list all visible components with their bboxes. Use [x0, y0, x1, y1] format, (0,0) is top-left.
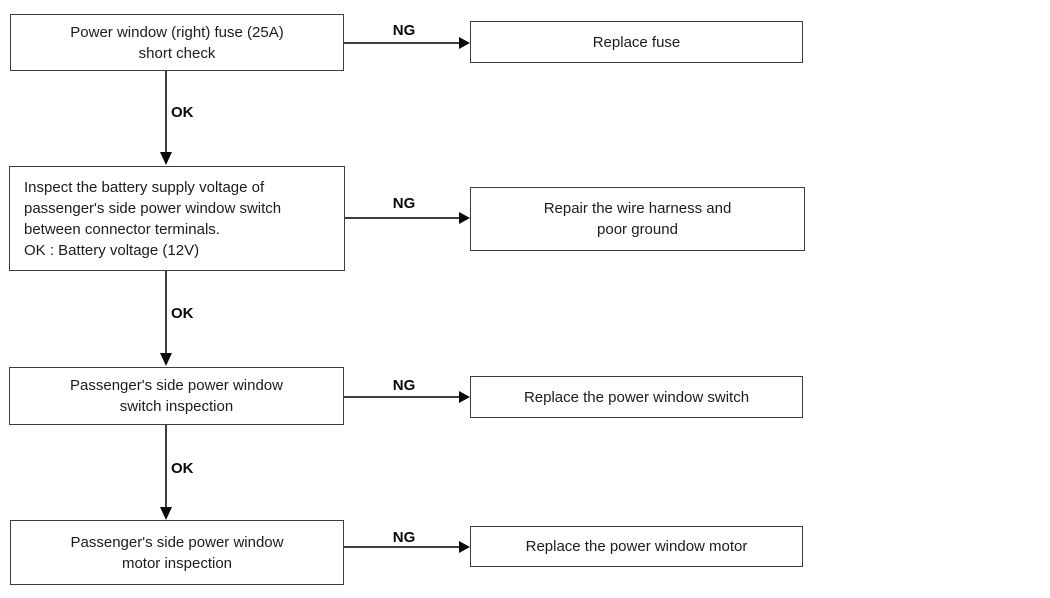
- step-2-check-box: Inspect the battery supply voltage of pa…: [9, 166, 345, 271]
- step-4-check-text: Passenger's side power window motor insp…: [70, 533, 284, 572]
- step-2-ok-line: [165, 271, 167, 353]
- step-4-check-box: Passenger's side power window motor insp…: [10, 520, 344, 585]
- step-3-ok-label: OK: [171, 460, 194, 477]
- step-2-action-box: Repair the wire harness and poor ground: [470, 187, 805, 251]
- step-3-arrow-right-icon: [459, 391, 470, 403]
- step-3-action-box: Replace the power window switch: [470, 376, 803, 418]
- step-4-arrow-right-icon: [459, 541, 470, 553]
- step-2-ng-label: NG: [392, 195, 416, 212]
- step-4-action-text: Replace the power window motor: [525, 538, 748, 555]
- step-3-ok-line: [165, 425, 167, 507]
- step-2-ok-label: OK: [171, 305, 194, 322]
- step-1-arrow-right-icon: [459, 37, 470, 49]
- step-1-action-text: Replace fuse: [592, 33, 681, 51]
- step-3-action-text: Replace the power window switch: [523, 388, 750, 406]
- step-3-ng-label: NG: [392, 377, 416, 394]
- step-3-arrow-down-icon: [160, 507, 172, 520]
- step-1-ok-line: [165, 71, 167, 153]
- step-2-ng-line: [345, 217, 460, 219]
- step-2-action-text: Repair the wire harness and poor ground: [543, 200, 732, 238]
- step-1-ng-label: NG: [392, 22, 416, 39]
- step-2-arrow-right-icon: [459, 212, 470, 224]
- step-3-check-text: Passenger's side power window switch ins…: [70, 377, 283, 415]
- step-1-action-box: Replace fuse: [470, 21, 803, 63]
- step-4-action-box: Replace the power window motor: [470, 526, 803, 567]
- step-2-arrow-down-icon: [160, 353, 172, 366]
- step-2-check-text: Inspect the battery supply voltage of pa…: [24, 178, 282, 259]
- step-1-ok-label: OK: [171, 104, 194, 121]
- step-1-arrow-down-icon: [160, 152, 172, 165]
- step-4-ng-label: NG: [392, 529, 416, 546]
- step-4-ng-line: [344, 546, 460, 548]
- step-1-check-box: Power window (right) fuse (25A) short ch…: [10, 14, 344, 71]
- step-3-check-box: Passenger's side power window switch ins…: [9, 367, 344, 425]
- step-1-ng-line: [344, 42, 460, 44]
- step-1-check-text: Power window (right) fuse (25A) short ch…: [70, 23, 284, 62]
- step-3-ng-line: [344, 396, 460, 398]
